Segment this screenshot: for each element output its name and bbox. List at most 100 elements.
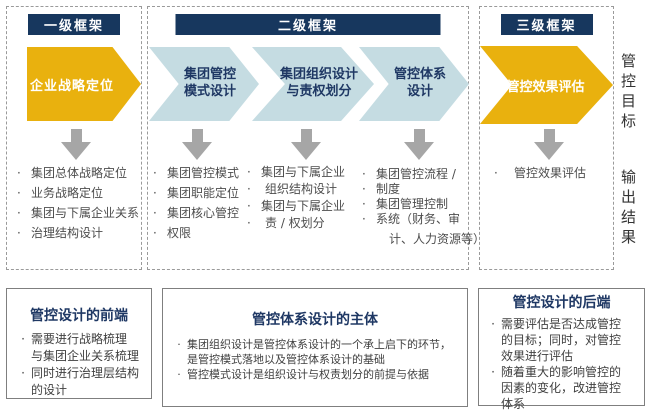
note-box-title: 管控设计的后端 [512, 295, 611, 311]
list-item-text: 集团与下属企业 [261, 199, 346, 213]
note-box-bullets: ·需要评估是否达成管控 的目标；同时，对管控 效果进行评估 · 随着重大的影响管控… [485, 316, 642, 412]
list-item: · 制度 [362, 182, 485, 197]
list-item-text: 集团与下属企业关系 [31, 206, 140, 220]
down-arrow-icon [534, 129, 564, 160]
note-box-bullets: · 集团组织设计是管控体系设计的一个承上启下的环节， 是管控模式落地以及管控体系设… [171, 337, 463, 382]
list-item: · 集团核心管控 [153, 203, 239, 223]
down-arrow-icon [182, 129, 212, 160]
down-arrow-head [404, 142, 434, 160]
down-arrow-stem [543, 129, 555, 142]
level2-step3-output-list: · 集团管控流程 / · 制度 · 集团管理控制 · 系统（财务、审 计、人力资源等） [362, 167, 485, 247]
list-item: · 责 / 权划分 [247, 215, 345, 232]
level3-output-list: · 管控效果评估 [494, 163, 586, 183]
note-bullet: · 管控模式设计是组织设计与权责划分的前提与依据 [171, 367, 463, 382]
bullet-icon: · [21, 366, 25, 380]
down-arrow-stem [300, 129, 312, 142]
list-item: ·集团与下属企业 [247, 164, 345, 181]
panel-level2: 二级框架 集团管控 模式设计 集团组织设计 与责权划分 管控体系 设计 · 集团管… [147, 6, 485, 270]
list-item: · 组织结构设计 [247, 181, 345, 198]
list-item: ·集团总体战略定位 [17, 163, 139, 183]
level2-step1-chevron: 集团管控 模式设计 [149, 47, 259, 121]
list-item-text: 权限 [167, 226, 192, 240]
level2-step3-chevron: 管控体系 设计 [359, 47, 469, 121]
list-item: · 系统（财务、审 [362, 212, 485, 227]
bullet-icon: · [247, 199, 251, 213]
panel-level3: 三级框架 管控效果评估 · 管控效果评估 [479, 6, 614, 270]
bullet-icon: · [362, 182, 366, 196]
note-box-front-end: 管控设计的前端 ·需要进行战略梳理 与集团企业关系梳理 ·同时进行治理层结构 的… [6, 288, 152, 399]
note-bullet: ·同时进行治理层结构 的设计 [15, 365, 149, 399]
note-bullet: ·需要进行战略梳理 与集团企业关系梳理 [15, 331, 149, 365]
list-item: · 集团管理控制 [362, 197, 485, 212]
list-item: · 集团与下属企业 [247, 198, 345, 215]
note-bullet-text: 需要评估是否达成管控 的目标；同时，对管控 效果进行评估 [501, 317, 622, 363]
list-item-text: 业务战略定位 [31, 186, 104, 200]
list-item-text: 组织结构设计 [265, 182, 338, 196]
down-arrow-stem [413, 129, 425, 142]
panel-level1: 一级框架 企业战略定位 ·集团总体战略定位 ·业务战略定位 ·集团与下属企业关系… [6, 6, 142, 270]
bullet-icon: · [247, 182, 251, 196]
list-item-continuation: 计、人力资源等） [389, 232, 486, 246]
list-item-text: 集团管控模式 [167, 166, 240, 180]
note-box-title: 管控体系设计的主体 [252, 312, 378, 328]
down-arrow-stem [191, 129, 203, 142]
level2-step1-output-list: · 集团管控模式 ·集团职能定位 · 集团核心管控 · 权限 [153, 163, 239, 243]
down-arrow-head [61, 142, 91, 160]
list-item-text: 集团总体战略定位 [31, 166, 128, 180]
down-arrow-icon [291, 129, 321, 160]
list-item: · 集团管控模式 [153, 163, 239, 183]
list-item-text: 制度 [376, 182, 401, 196]
list-item-text: 责 / 权划分 [265, 216, 325, 230]
note-bullet-text: 随着重大的影响管控的 因素的变化，改进管控 体系 [501, 365, 622, 411]
note-bullet: ·需要评估是否达成管控 的目标；同时，对管控 效果进行评估 [485, 316, 642, 364]
note-bullet: · 集团组织设计是管控体系设计的一个承上启下的环节， 是管控模式落地以及管控体系设… [171, 337, 463, 367]
note-box-bullets: ·需要进行战略梳理 与集团企业关系梳理 ·同时进行治理层结构 的设计 [15, 331, 149, 399]
bullet-icon: · [17, 226, 21, 240]
level1-header: 一级框架 [28, 14, 120, 35]
list-item: · 业务战略定位 [17, 183, 139, 203]
down-arrow-head [291, 142, 321, 160]
bullet-icon: · [247, 216, 251, 230]
bullet-icon: · [362, 167, 366, 181]
bullet-icon: · [153, 206, 157, 220]
side-label-control-goal: 管控目标 [619, 53, 637, 133]
level3-arrow: 管控效果评估 [480, 46, 613, 124]
level3-header: 三级框架 [500, 14, 593, 35]
list-item: ·集团职能定位 [153, 183, 239, 203]
bullet-icon: · [362, 212, 366, 226]
bullet-icon: · [494, 166, 498, 180]
bullet-icon: · [362, 197, 366, 211]
list-item: · 集团与下属企业关系 [17, 203, 139, 223]
bullet-icon: · [153, 166, 157, 180]
list-item-text: 治理结构设计 [31, 226, 104, 240]
list-item-text: 系统（财务、审 [376, 212, 461, 226]
bullet-icon: · [21, 332, 25, 346]
list-item-text: 管控效果评估 [514, 166, 587, 180]
list-item: · 治理结构设计 [17, 223, 139, 243]
bullet-icon: · [17, 206, 21, 220]
note-bullet-text: 集团组织设计是管控体系设计的一个承上启下的环节， 是管控模式落地以及管控体系设计… [187, 338, 451, 366]
level2-header: 二级框架 [175, 14, 441, 35]
bullet-icon: · [177, 368, 181, 381]
bullet-icon: · [491, 365, 495, 379]
list-item: · 管控效果评估 [494, 163, 586, 183]
note-box-title: 管控设计的前端 [30, 308, 128, 324]
list-item-text: 集团管控流程 / [376, 167, 456, 181]
level2-step2-chevron: 集团组织设计 与责权划分 [252, 47, 374, 121]
bullet-icon: · [153, 226, 157, 240]
bullet-icon: · [177, 338, 181, 351]
bullet-icon: · [17, 186, 21, 200]
list-item: · 权限 [153, 223, 239, 243]
note-box-back-end: 管控设计的后端 ·需要评估是否达成管控 的目标；同时，对管控 效果进行评估 · 随… [478, 288, 645, 411]
bullet-icon: · [153, 186, 157, 200]
list-item-text: 集团核心管控 [167, 206, 240, 220]
note-box-main-body: 管控体系设计的主体 · 集团组织设计是管控体系设计的一个承上启下的环节， 是管控模… [162, 288, 468, 407]
note-bullet-text: 管控模式设计是组织设计与权责划分的前提与依据 [187, 368, 429, 381]
down-arrow-icon [61, 129, 91, 160]
down-arrow-icon [404, 129, 434, 160]
list-item-text: 集团管理控制 [376, 197, 449, 211]
down-arrow-stem [70, 129, 82, 142]
level2-step2-output-list: ·集团与下属企业 ·组织结构设计 ·集团与下属企业 ·责 / 权划分 [247, 164, 345, 232]
bullet-icon: · [247, 165, 251, 179]
